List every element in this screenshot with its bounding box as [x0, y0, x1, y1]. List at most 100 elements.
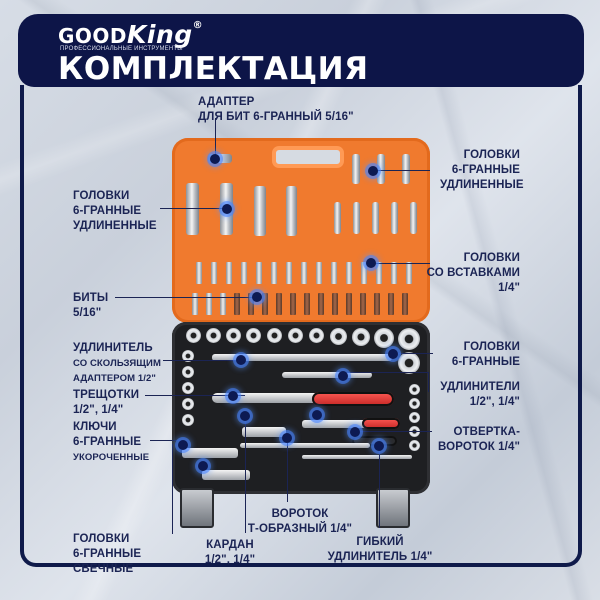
case-latch-left [180, 488, 214, 528]
label-screwdriver: ОТВЕРТКА- ВОРОТОК 1/4" [420, 425, 520, 455]
leader-line [375, 170, 430, 171]
marker-flex-extension [374, 441, 384, 451]
flex-extension [302, 455, 412, 459]
marker-long-sockets-left [222, 204, 232, 214]
leader-line [428, 372, 429, 392]
label-line: ОТВЕРТКА- [453, 426, 520, 438]
tool-case-lid [172, 138, 430, 323]
label-line: ГОЛОВКИ [463, 149, 520, 161]
label-t-handle: ВОРОТОК Т-ОБРАЗНЫЙ 1/4" [240, 507, 360, 537]
long-socket-small [410, 202, 417, 234]
leader-line [145, 395, 245, 396]
label-line: ДЛЯ БИТ 6-ГРАННЫЙ 5/16" [198, 111, 354, 123]
bit-socket [271, 262, 277, 284]
socket [374, 328, 394, 348]
label-ratchets: ТРЕЩОТКИ 1/2", 1/4" [73, 388, 139, 418]
marker-screwdriver [350, 427, 360, 437]
label-line: ВОРОТОК [271, 508, 329, 520]
label-bit-sockets: ГОЛОВКИ СО ВСТАВКАМИ 1/4" [420, 251, 520, 296]
bit-socket [331, 262, 337, 284]
long-socket-small [372, 202, 379, 234]
label-line: ГОЛОВКИ [73, 533, 130, 545]
bit [192, 293, 198, 315]
label-line: ГИБКИЙ [356, 536, 404, 548]
socket [206, 328, 221, 343]
label-line: ТРЕЩОТКИ [73, 389, 140, 401]
bit-adapter [208, 154, 232, 163]
leader-line [372, 263, 430, 264]
label-line: СО ВСТАВКАМИ [426, 267, 520, 279]
socket [182, 366, 194, 378]
bit-socket [286, 262, 292, 284]
socket [409, 412, 420, 423]
label-line: УДЛИНИТЕЛЬ 1/4" [327, 551, 433, 563]
universal-joint [242, 427, 286, 437]
label-line: Т-ОБРАЗНЫЙ 1/4" [247, 523, 353, 535]
marker-adapter [210, 154, 220, 164]
ratchet-small-handle [362, 418, 400, 429]
label-line: 6-ГРАННЫЕ [73, 548, 142, 560]
socket [182, 414, 194, 426]
label-line: ГОЛОВКИ [73, 190, 130, 202]
label-hex-keys: КЛЮЧИ 6-ГРАННЫЕ УКОРОЧЕННЫЕ [73, 420, 149, 465]
label-line: 1/2", 1/4" [73, 404, 124, 416]
bit [332, 293, 338, 315]
bit [388, 293, 394, 315]
long-socket-small [352, 154, 360, 184]
registered-mark: ® [192, 20, 204, 31]
label-line: 5/16" [73, 307, 102, 319]
leader-line [150, 440, 180, 441]
long-socket [186, 183, 199, 235]
label-line: СВЕЧНЫЕ [73, 563, 134, 575]
socket [330, 328, 347, 345]
marker-hex-keys [178, 440, 188, 450]
socket [182, 382, 194, 394]
label-sockets-long-right: ГОЛОВКИ 6-ГРАННЫЕ УДЛИНЕННЫЕ [440, 148, 524, 193]
socket [246, 328, 261, 343]
label-line: 1/2", 1/4" [204, 554, 256, 566]
socket [398, 352, 420, 374]
label-line: АДАПТЕР [198, 96, 255, 108]
label-line: КАРДАН [206, 539, 254, 551]
leader-line [393, 353, 433, 354]
marker-spark-plug [198, 461, 208, 471]
label-line: АДАПТЕРОМ 1/2" [73, 373, 156, 384]
marker-extensions [338, 371, 348, 381]
leader-line [343, 372, 428, 373]
label-line: СО СКОЛЬЗЯЩИМ [73, 358, 161, 369]
label-line: КЛЮЧИ [73, 421, 117, 433]
bit [374, 293, 380, 315]
brand-king: King [127, 20, 193, 49]
bit [220, 293, 226, 315]
brand-good: GOOD [58, 24, 128, 48]
bit-socket [316, 262, 322, 284]
socket [182, 350, 194, 362]
bit-socket [241, 262, 247, 284]
label-line: УДЛИНЕННЫЕ [440, 179, 524, 191]
socket [186, 328, 201, 343]
leader-line [115, 297, 255, 298]
case-latch-right [376, 488, 410, 528]
bit-socket [256, 262, 262, 284]
spark-plug-socket [202, 470, 250, 480]
long-socket-small [377, 154, 385, 184]
bit-socket [346, 262, 352, 284]
leader-line [379, 446, 380, 528]
marker-sockets-hex [388, 349, 398, 359]
label-line: УДЛИНИТЕЛИ [440, 381, 520, 393]
marker-universal-joint [240, 411, 250, 421]
bit-socket [226, 262, 232, 284]
marker-t-handle [282, 433, 292, 443]
t-handle [240, 443, 370, 448]
label-line: ВОРОТОК 1/4" [438, 441, 520, 453]
brand-logo: GOODKing® [58, 20, 203, 49]
label-line: ГОЛОВКИ [463, 252, 520, 264]
bit [276, 293, 282, 315]
label-sockets-long-left: ГОЛОВКИ 6-ГРАННЫЕ УДЛИНЕННЫЕ [73, 189, 157, 234]
label-sockets-hex: ГОЛОВКИ 6-ГРАННЫЕ [440, 340, 520, 370]
label-line: 1/4" [498, 282, 520, 294]
bit [234, 293, 240, 315]
bit [304, 293, 310, 315]
label-extension-sliding: УДЛИНИТЕЛЬ СО СКОЛЬЗЯЩИМ АДАПТЕРОМ 1/2" [73, 341, 161, 386]
marker-bits [252, 292, 262, 302]
